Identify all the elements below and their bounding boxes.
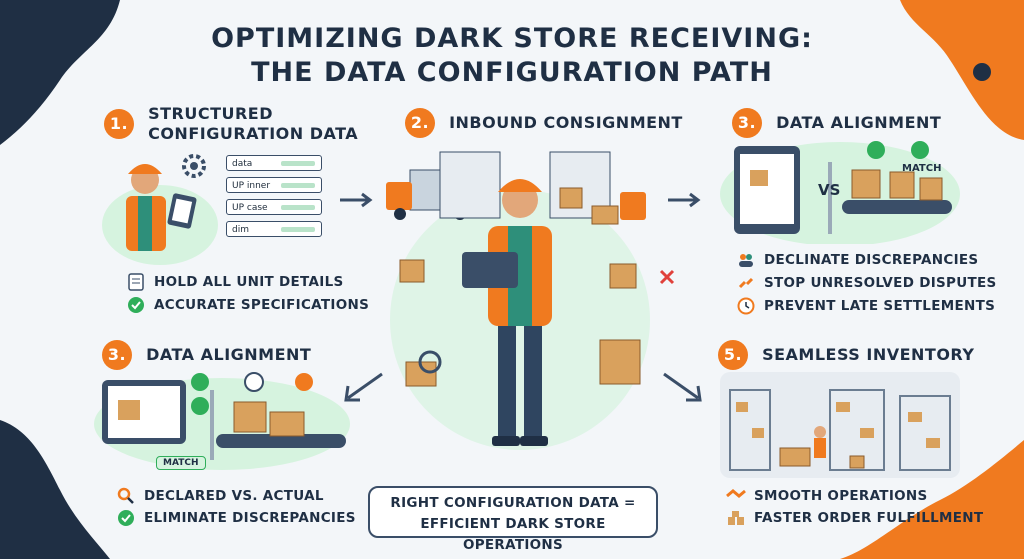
section-3a-bullet-1: DECLINATE DISCREPANCIES <box>736 250 978 270</box>
title-line-2: THE DATA CONFIGURATION PATH <box>251 57 773 88</box>
warehouse-shelves-illustration <box>720 372 960 478</box>
reject-x-icon <box>659 269 675 285</box>
section-5-heading: 5. SEAMLESS INVENTORY <box>718 340 974 370</box>
section-1-bullet-2: ACCURATE SPECIFICATIONS <box>126 295 369 315</box>
config-field-data: data <box>226 155 322 171</box>
page-title: OPTIMIZING DARK STORE RECEIVING: THE DAT… <box>0 22 1024 90</box>
boxes-icon <box>726 508 746 528</box>
section-3b-match-badge: MATCH <box>156 456 206 470</box>
section-2-title: INBOUND CONSIGNMENT <box>449 113 683 132</box>
config-field-up-case: UP case <box>226 199 322 215</box>
section-1-bullet-1: HOLD ALL UNIT DETAILS <box>126 272 344 292</box>
section-5-title: SEAMLESS INVENTORY <box>762 345 975 364</box>
broken-link-icon <box>736 273 756 293</box>
section-1-heading: 1. STRUCTURED CONFIGURATION DATA <box>104 104 358 144</box>
title-line-1: OPTIMIZING DARK STORE RECEIVING: <box>211 23 813 54</box>
section-5-bullet-2: FASTER ORDER FULFILLMENT <box>726 508 983 528</box>
handshake-icon <box>726 486 746 506</box>
callout-line-1: RIGHT CONFIGURATION DATA = <box>390 495 636 511</box>
corner-blob-bottom-right <box>840 440 1024 559</box>
section-2-heading: 2. INBOUND CONSIGNMENT <box>405 108 683 138</box>
section-1-title-line-2: CONFIGURATION DATA <box>148 124 359 143</box>
section-1-number: 1. <box>104 109 134 139</box>
section-3a-heading: 3. DATA ALIGNMENT <box>732 108 941 138</box>
config-field-dim: dim <box>226 221 322 237</box>
arrow-down-right-icon <box>663 372 702 402</box>
callout-line-2: EFFICIENT DARK STORE OPERATIONS <box>420 516 606 553</box>
summary-callout: RIGHT CONFIGURATION DATA = EFFICIENT DAR… <box>368 486 658 553</box>
magnifier-icon <box>116 486 136 506</box>
corner-blob-top-right <box>900 0 1024 140</box>
section-3a-match-label: MATCH <box>902 163 942 174</box>
worker-with-clipboard-illustration <box>102 164 218 265</box>
people-icon <box>736 250 756 270</box>
section-3b-bullet-1: DECLARED VS. ACTUAL <box>116 486 324 506</box>
section-3b-title: DATA ALIGNMENT <box>146 345 312 364</box>
corner-blob-top-left <box>0 0 120 145</box>
section-3b-heading: 3. DATA ALIGNMENT <box>102 340 311 370</box>
arrow-right-1-icon <box>340 192 373 208</box>
document-icon <box>126 272 146 292</box>
check-circle-icon <box>126 295 146 315</box>
inbound-hub-illustration <box>386 151 650 450</box>
clock-icon <box>736 296 756 316</box>
arrow-down-left-icon <box>344 372 383 402</box>
section-3a-bullet-3: PREVENT LATE SETTLEMENTS <box>736 296 995 316</box>
tablet-match-conveyor-illustration <box>94 372 350 470</box>
arrow-right-2-icon <box>668 192 701 208</box>
config-field-up-inner: UP inner <box>226 177 322 193</box>
section-3a-title: DATA ALIGNMENT <box>776 113 942 132</box>
gear-icon <box>182 154 206 178</box>
section-3b-number: 3. <box>102 340 132 370</box>
section-3a-number: 3. <box>732 108 762 138</box>
section-1-title-line-1: STRUCTURED <box>148 104 274 123</box>
section-5-bullet-1: SMOOTH OPERATIONS <box>726 486 928 506</box>
tablet-vs-conveyor-illustration <box>720 141 960 244</box>
section-3b-bullet-2: ELIMINATE DISCREPANCIES <box>116 508 356 528</box>
corner-blob-top-right-navy <box>973 63 991 81</box>
section-5-number: 5. <box>718 340 748 370</box>
corner-blob-bottom-left <box>0 420 110 559</box>
section-3a-bullet-2: STOP UNRESOLVED DISPUTES <box>736 273 997 293</box>
check-circle-icon <box>116 508 136 528</box>
vs-label: VS <box>818 181 841 199</box>
section-2-number: 2. <box>405 108 435 138</box>
